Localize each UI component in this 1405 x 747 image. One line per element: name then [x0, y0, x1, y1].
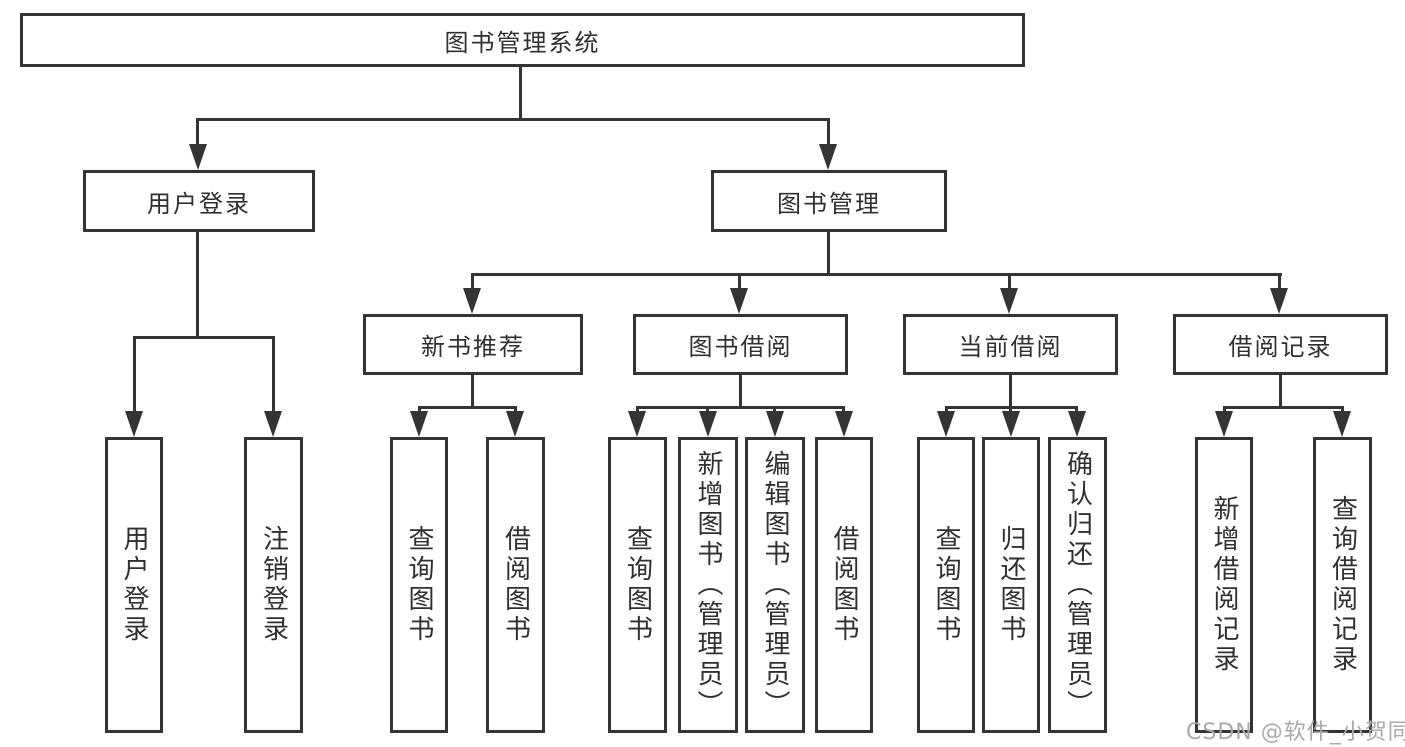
node-label: 查询借阅记录 [1327, 495, 1358, 675]
connector-line [1278, 273, 1281, 291]
connector-line [133, 336, 275, 339]
connector-line [739, 375, 742, 406]
node-user-login-leaf: 用户登录 [105, 437, 163, 733]
node-label: 编辑图书（管理员） [760, 450, 790, 720]
connector-line [418, 406, 517, 409]
node-label: 用户登录 [147, 189, 251, 218]
arrow-down-icon [189, 144, 207, 170]
connector-line [272, 336, 275, 414]
connector-line [1223, 406, 1344, 409]
connector-line [471, 273, 474, 291]
node-label: 查询图书 [404, 525, 434, 645]
node-label: 图书管理系统 [444, 28, 601, 57]
node-return-book: 归还图书 [982, 437, 1040, 733]
node-book-borrowing: 图书借阅 [633, 314, 848, 375]
node-label: 新书推荐 [421, 333, 525, 361]
connector-line [519, 67, 522, 118]
connector-line [827, 118, 830, 150]
connector-line [133, 336, 136, 414]
node-edit-book-admin: 编辑图书（管理员） [745, 437, 805, 733]
connector-line [471, 273, 1282, 276]
node-label: 借阅记录 [1228, 333, 1333, 361]
connector-line [1279, 375, 1282, 406]
node-query-borrow-record: 查询借阅记录 [1313, 437, 1372, 733]
arrow-down-icon [264, 411, 282, 437]
connector-line [738, 273, 741, 291]
node-borrowing-records: 借阅记录 [1173, 314, 1388, 375]
connector-line [1009, 375, 1012, 406]
node-borrow-books: 借阅图书 [815, 437, 873, 733]
arrow-down-icon [506, 411, 524, 437]
connector-line [196, 118, 829, 121]
node-query-books-current: 查询图书 [917, 437, 975, 733]
node-current-borrowing: 当前借阅 [903, 314, 1118, 375]
arrow-down-icon [835, 411, 853, 437]
connector-line [471, 375, 474, 406]
node-label: 新增借阅记录 [1209, 495, 1239, 675]
node-label: 确认归还（管理员） [1062, 450, 1093, 720]
arrow-down-icon [125, 411, 143, 437]
node-book-management: 图书管理 [711, 170, 947, 232]
arrow-down-icon [1068, 411, 1086, 437]
node-label: 查询图书 [931, 525, 961, 645]
node-label: 新增图书（管理员） [693, 450, 723, 720]
node-library-management-system: 图书管理系统 [20, 13, 1025, 67]
connector-line [1008, 273, 1011, 291]
arrow-down-icon [937, 411, 955, 437]
arrow-down-icon [628, 411, 646, 437]
node-query-books-borrow: 查询图书 [608, 437, 667, 733]
arrow-down-icon [1215, 411, 1233, 437]
node-label: 图书管理 [777, 189, 881, 218]
node-label: 归还图书 [996, 525, 1026, 645]
node-label: 借阅图书 [829, 525, 859, 645]
connector-line [196, 118, 199, 150]
arrow-down-icon [1333, 411, 1351, 437]
arrow-down-icon [463, 288, 481, 314]
node-label: 当前借阅 [958, 333, 1063, 361]
node-label: 查询图书 [622, 525, 653, 645]
arrow-down-icon [1270, 288, 1288, 314]
csdn-watermark: CSDN @软件_小贺同学 [1186, 720, 1405, 745]
node-new-book-recommendation: 新书推荐 [363, 314, 583, 375]
connector-line [827, 232, 830, 273]
arrow-down-icon [1000, 288, 1018, 314]
arrow-down-icon [819, 144, 837, 170]
node-query-books-recommend: 查询图书 [390, 437, 448, 733]
arrow-down-icon [766, 411, 784, 437]
connector-line [196, 232, 199, 336]
arrow-down-icon [730, 288, 748, 314]
node-label: 借阅图书 [500, 525, 531, 645]
node-label: 用户登录 [119, 525, 149, 645]
node-user-login: 用户登录 [83, 170, 315, 232]
node-add-book-admin: 新增图书（管理员） [678, 437, 738, 733]
node-confirm-return-admin: 确认归还（管理员） [1048, 437, 1107, 733]
node-add-borrow-record: 新增借阅记录 [1195, 437, 1253, 733]
arrow-down-icon [699, 411, 717, 437]
node-logout: 注销登录 [244, 437, 303, 733]
node-label: 注销登录 [258, 525, 289, 645]
node-label: 图书借阅 [688, 333, 793, 361]
arrow-down-icon [410, 411, 428, 437]
node-borrow-books-recommend: 借阅图书 [486, 437, 545, 733]
arrow-down-icon [1002, 411, 1020, 437]
connector-line [636, 406, 845, 409]
